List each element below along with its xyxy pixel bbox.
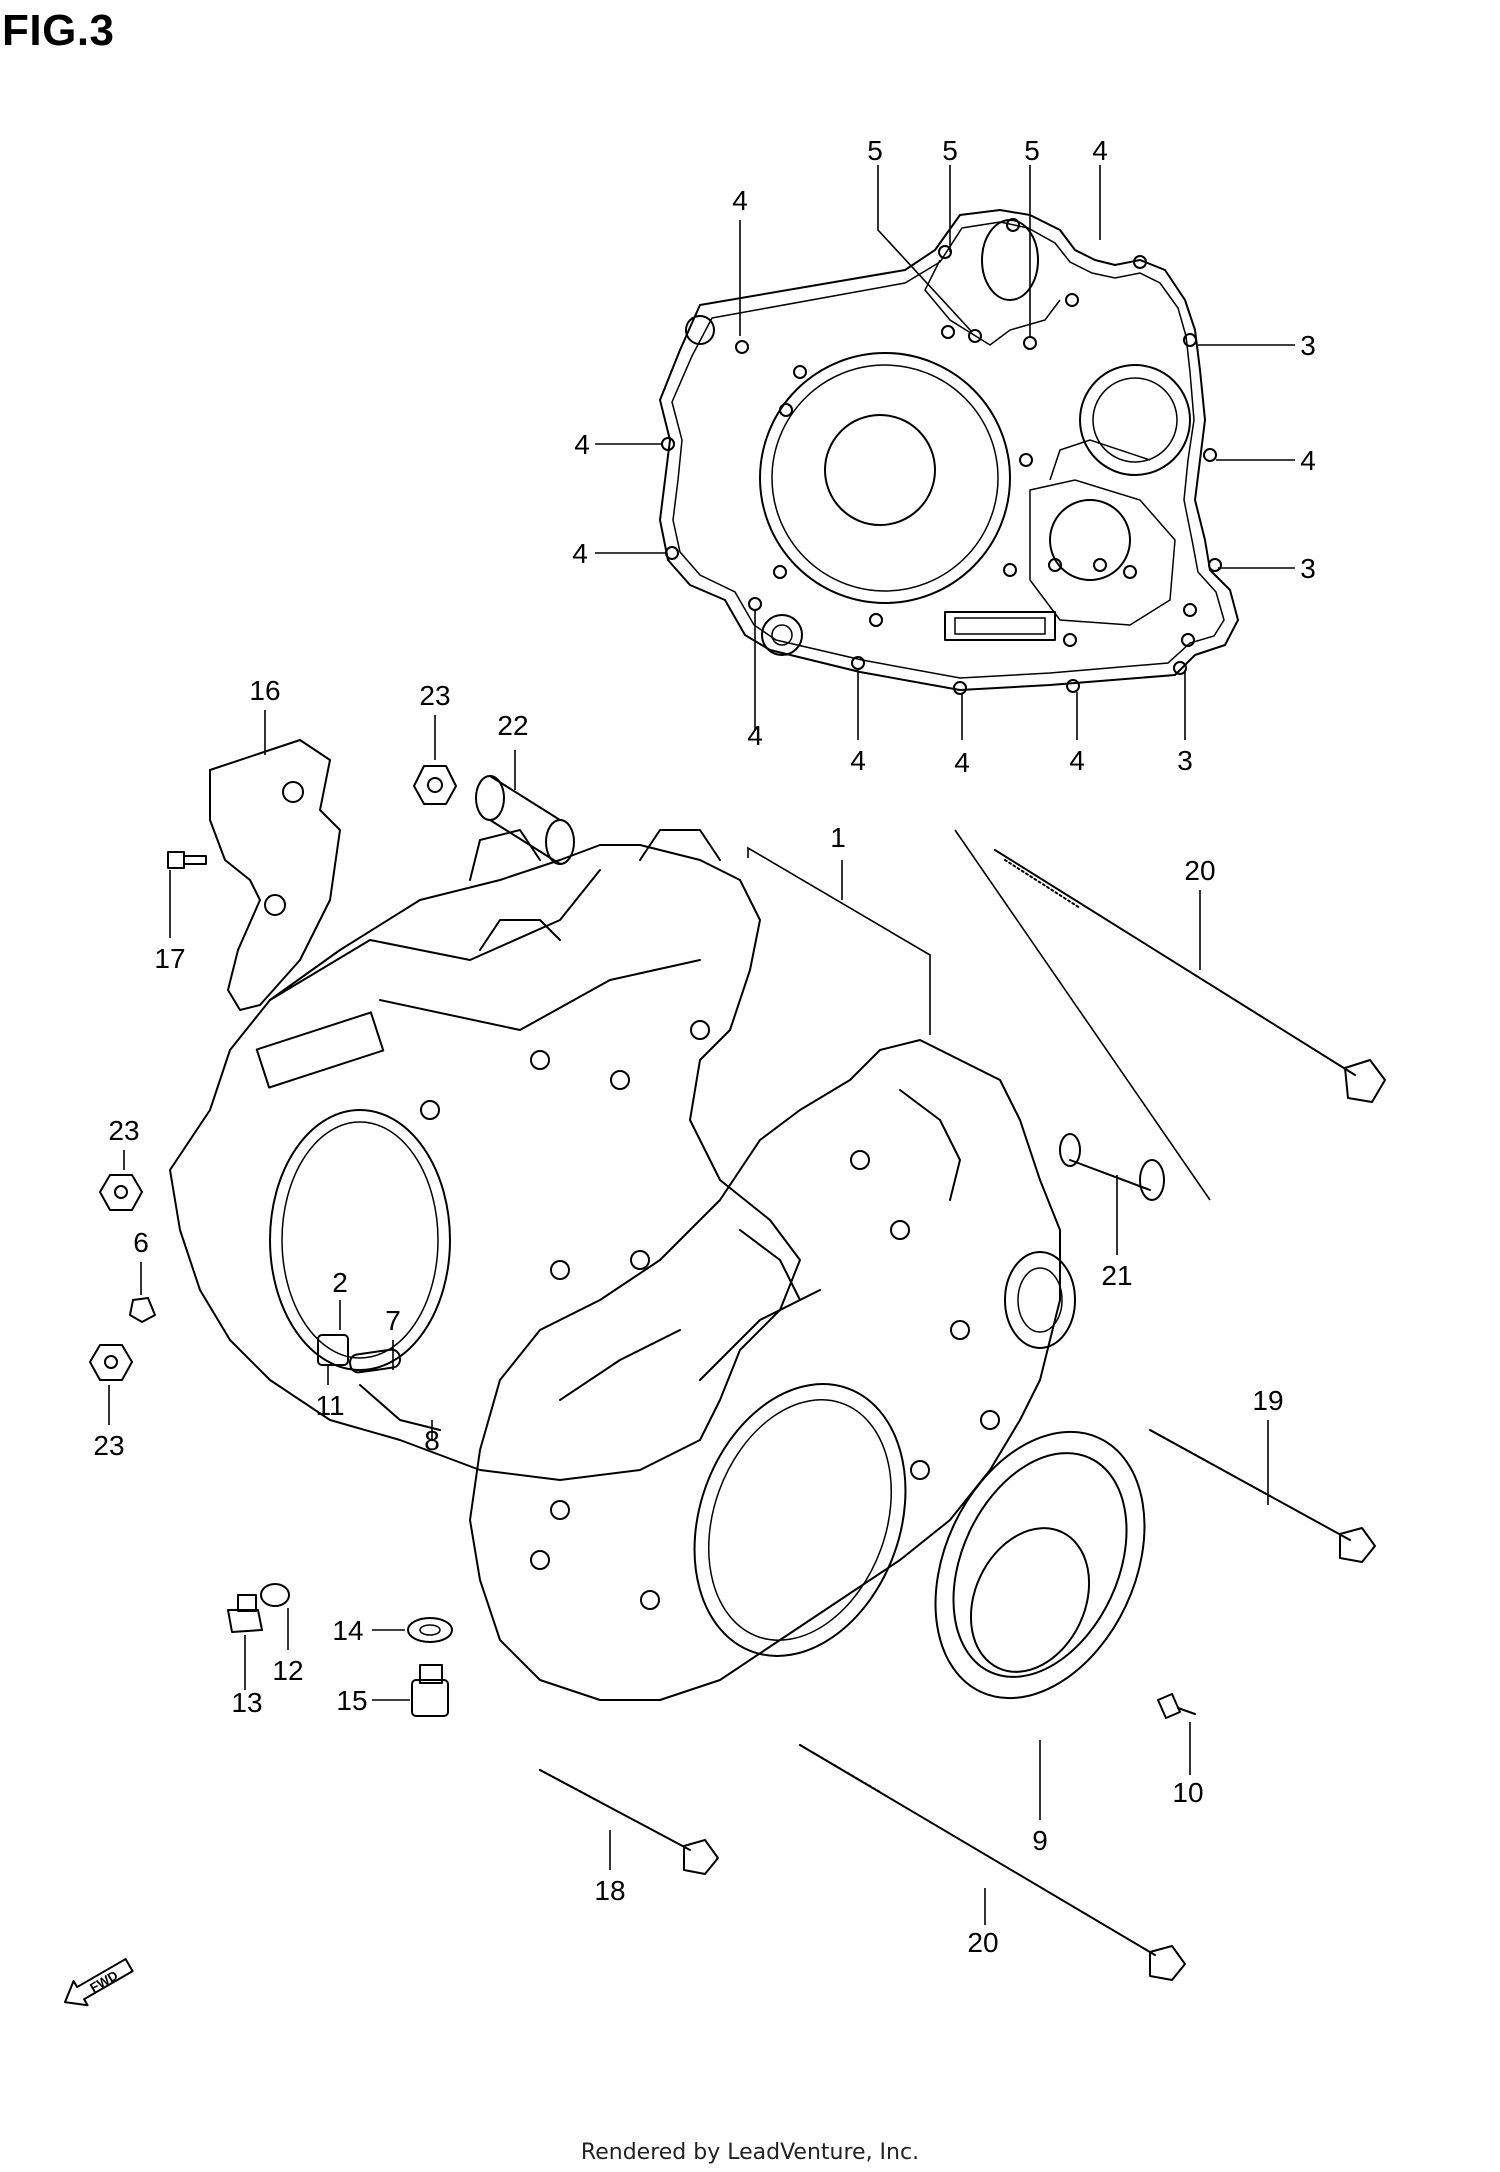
bracket-hole-icon (282, 781, 304, 803)
fwd-arrow-icon: FWD (64, 1958, 134, 2007)
cap-icon (129, 1297, 156, 1323)
callout-4: 4 (732, 185, 748, 216)
figure-title: FIG.3 (2, 6, 115, 55)
callout-5: 5 (867, 135, 883, 166)
washer-icon (407, 1617, 453, 1643)
callout-4: 4 (954, 747, 970, 778)
callout-4: 4 (574, 429, 590, 460)
nut-icon (413, 765, 457, 805)
bolt-icon (539, 1769, 719, 1875)
callout-20: 20 (1184, 855, 1215, 886)
callout-15: 15 (336, 1685, 367, 1716)
callout-6: 6 (133, 1227, 149, 1258)
bolt-icon (799, 1744, 1186, 1981)
callout-3: 3 (1300, 330, 1316, 361)
bolt-icon (994, 849, 1386, 1103)
bracket-icon (209, 739, 341, 1011)
callout-17: 17 (154, 943, 185, 974)
callout-5: 5 (942, 135, 958, 166)
callout-13: 13 (231, 1687, 262, 1718)
crankcase-icon (169, 829, 1076, 1701)
bolt-icon (1059, 1133, 1165, 1201)
callout-18: 18 (594, 1875, 625, 1906)
spacer-icon (475, 775, 575, 865)
gasket-icon (659, 209, 1239, 695)
callout-16: 16 (249, 675, 280, 706)
callout-12: 12 (272, 1655, 303, 1686)
callout-4: 4 (747, 720, 763, 751)
callout-5: 5 (1024, 135, 1040, 166)
callout-23: 23 (108, 1115, 139, 1146)
callout-4: 4 (572, 538, 588, 569)
callout-23: 23 (93, 1430, 124, 1461)
leader-lines (108, 165, 1295, 1925)
nut-icon (89, 1344, 133, 1381)
screw-icon (1157, 1693, 1196, 1719)
callout-9: 9 (1032, 1825, 1048, 1856)
callout-8: 8 (424, 1425, 440, 1456)
plug-icon (227, 1594, 263, 1633)
callout-4: 4 (1069, 745, 1085, 776)
callout-7: 7 (385, 1305, 401, 1336)
bolt-icon (1149, 1429, 1376, 1563)
fwd-label: FWD (87, 1968, 120, 1996)
plug-icon (411, 1664, 449, 1717)
callout-19: 19 (1252, 1385, 1283, 1416)
callout-4: 4 (850, 745, 866, 776)
callout-11: 11 (315, 1390, 344, 1421)
nut-icon (99, 1174, 143, 1211)
callout-10: 10 (1172, 1777, 1203, 1808)
callout-2: 2 (332, 1267, 348, 1298)
washer-icon (260, 1583, 290, 1607)
callout-23: 23 (419, 680, 450, 711)
callout-14: 14 (332, 1615, 363, 1646)
seal-cover-icon (934, 1430, 1146, 1700)
callout-3: 3 (1300, 553, 1316, 584)
footer-credit: Rendered by LeadVenture, Inc. (580, 2140, 920, 2165)
callout-22: 22 (497, 710, 528, 741)
bolt-icon (167, 851, 207, 869)
callout-21: 21 (1101, 1260, 1132, 1291)
callout-4: 4 (1300, 445, 1316, 476)
callout-3: 3 (1177, 745, 1193, 776)
callout-1: 1 (830, 822, 846, 853)
callout-4: 4 (1092, 135, 1108, 166)
callout-20: 20 (967, 1927, 998, 1958)
bracket-hole-icon (264, 894, 286, 916)
